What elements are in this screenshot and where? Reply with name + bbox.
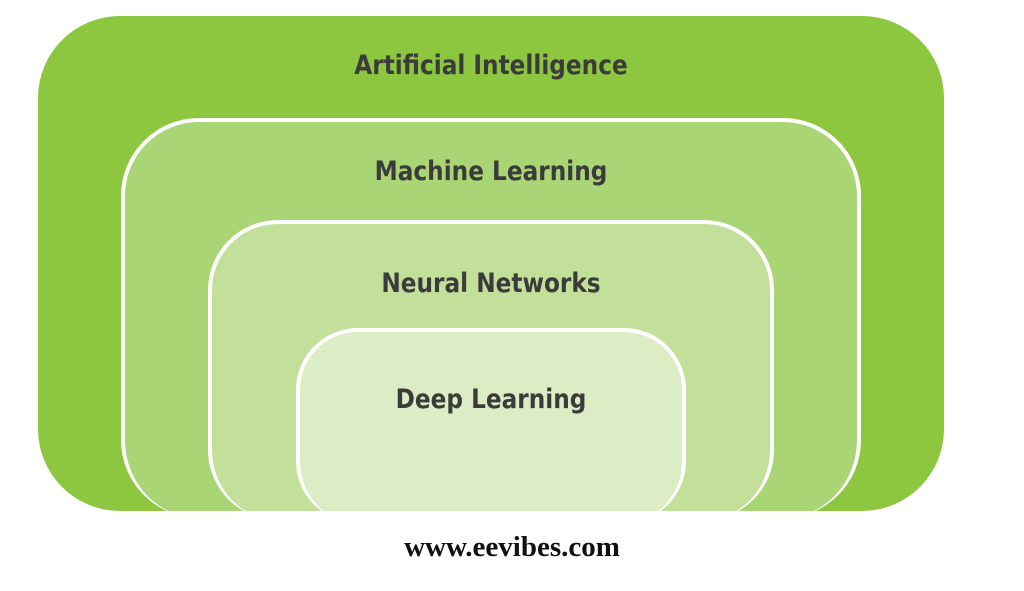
layer-label-machine-learning: Machine Learning — [374, 156, 608, 187]
site-watermark: www.eevibes.com — [404, 531, 620, 563]
layer-label-artificial-intelligence: Artificial Intelligence — [354, 50, 628, 81]
bottom-mask — [0, 511, 1024, 591]
layer-label-deep-learning: Deep Learning — [395, 384, 587, 415]
layer-label-neural-networks: Neural Networks — [381, 268, 601, 299]
layer-deep-learning: Deep Learning — [296, 328, 686, 523]
